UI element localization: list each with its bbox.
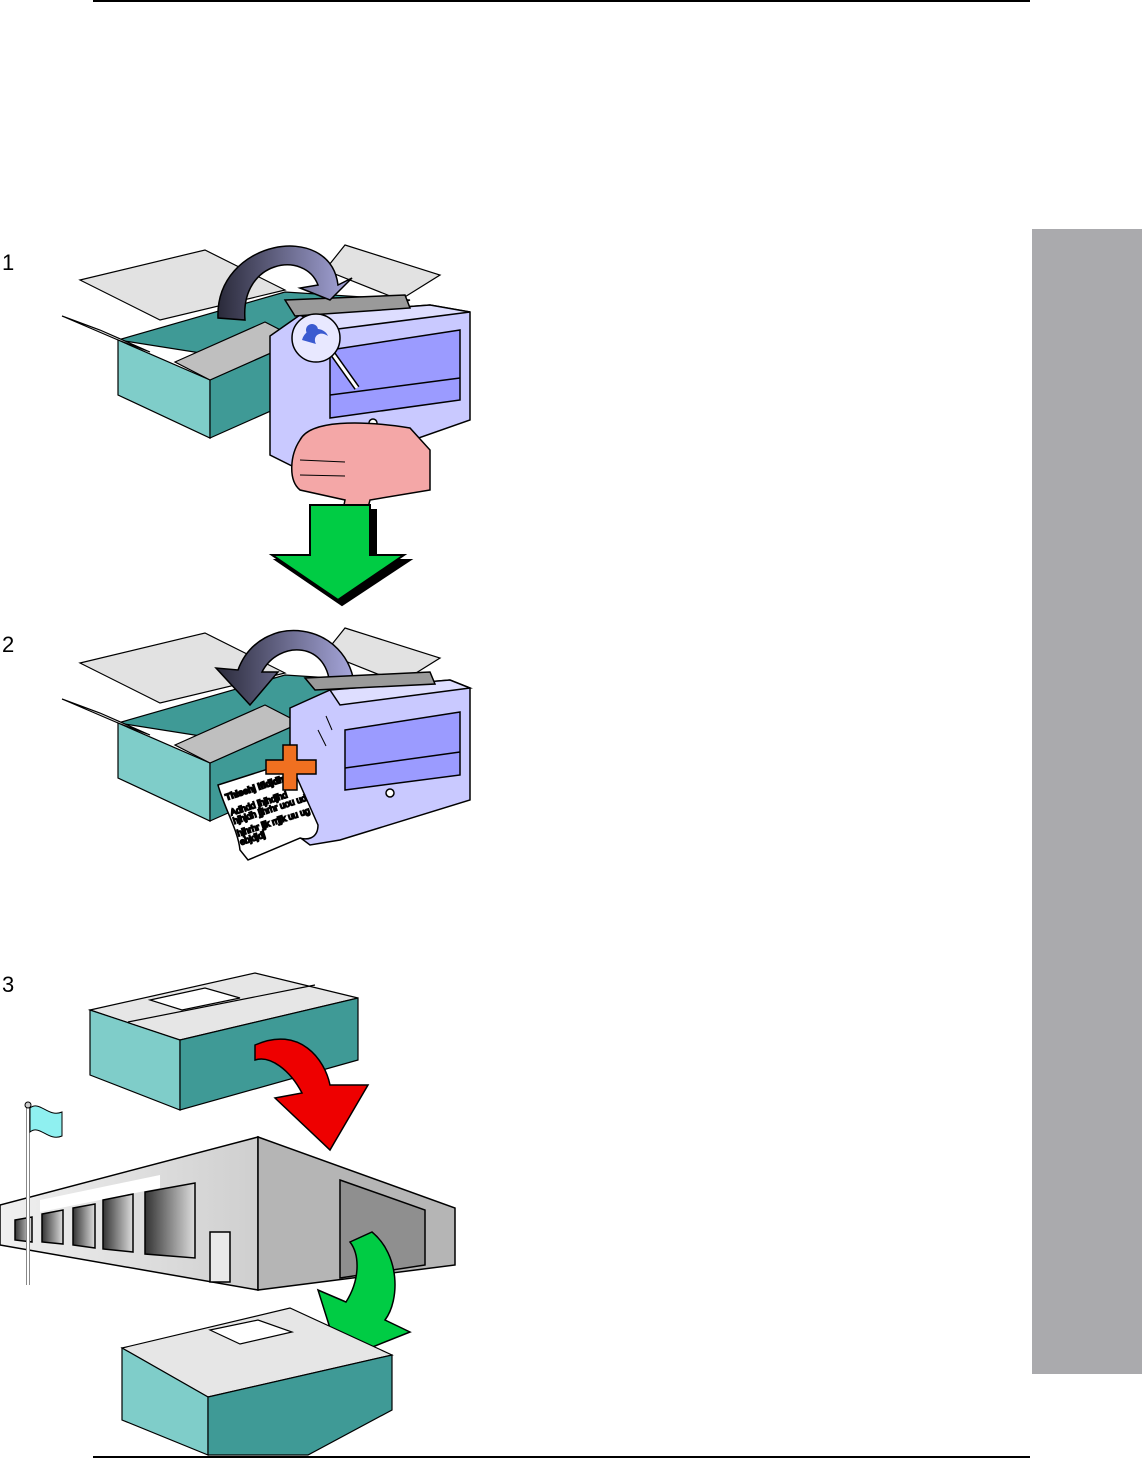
green-arrow-icon xyxy=(316,1231,412,1361)
plus-icon xyxy=(265,744,317,791)
red-arrow-icon xyxy=(254,1038,370,1152)
bottom-rule xyxy=(93,1456,1030,1458)
side-tab xyxy=(1032,229,1142,1374)
step2-device-icon xyxy=(289,671,473,846)
magnifier-icon xyxy=(291,313,360,390)
down-arrow-icon xyxy=(268,504,414,607)
step-number-3: 3 xyxy=(2,972,15,997)
bottom-closed-box-icon xyxy=(120,1307,394,1456)
flag-icon xyxy=(24,1101,63,1285)
step-number-2: 2 xyxy=(2,632,15,657)
step2-curved-arrow-icon xyxy=(214,629,356,707)
building-icon xyxy=(0,1135,456,1291)
top-rule xyxy=(93,0,1030,2)
step-number-1: 1 xyxy=(2,250,15,275)
step1-curved-arrow-icon xyxy=(217,245,353,321)
